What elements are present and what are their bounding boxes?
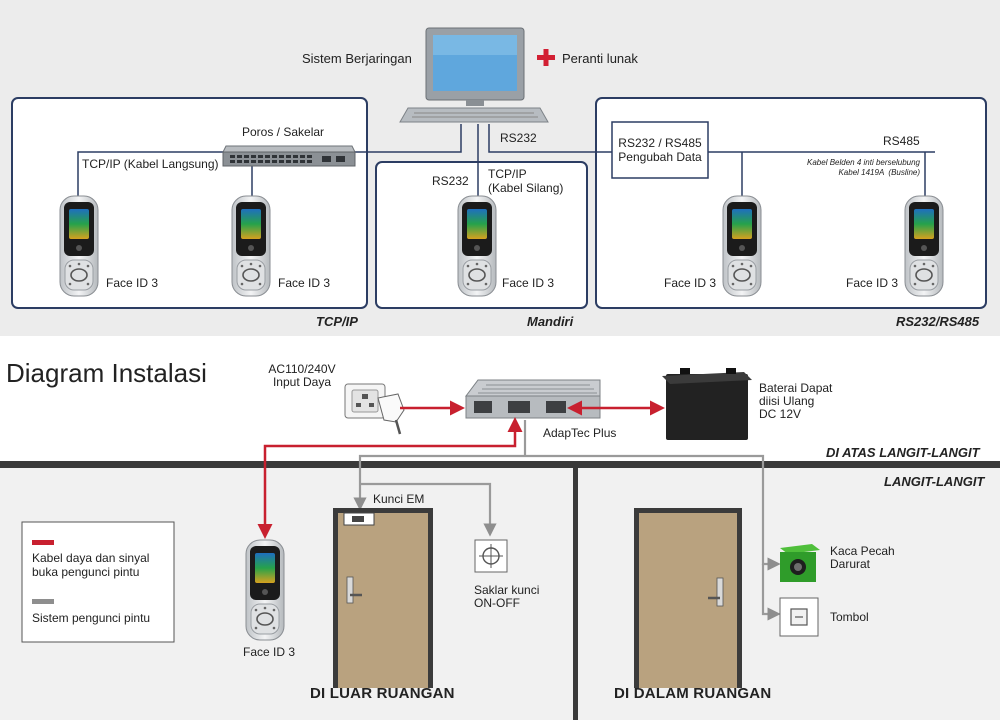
legend-gray-swatch bbox=[32, 599, 54, 604]
ceiling-label: LANGIT-LANGIT bbox=[884, 474, 985, 489]
outside-room-label: DI LUAR RUANGAN bbox=[310, 685, 455, 702]
face-id-device-1 bbox=[59, 195, 99, 297]
converter-box bbox=[611, 121, 709, 179]
outside-door bbox=[333, 508, 433, 688]
legend-red-swatch bbox=[32, 540, 54, 545]
tcpip-direct-label: TCP/IP (Kabel Langsung) bbox=[82, 157, 219, 171]
converter-label: RS232 / RS485 Pengubah Data bbox=[618, 136, 702, 164]
section-rs-label: RS232/RS485 bbox=[896, 314, 980, 329]
legend-red-label: Kabel daya dan sinyal buka pengunci pint… bbox=[32, 551, 150, 579]
key-switch-label: Saklar kunci ON-OFF bbox=[474, 583, 540, 610]
em-lock-label: Kunci EM bbox=[373, 492, 425, 506]
software-label: Peranti lunak bbox=[562, 51, 638, 66]
gray-cables bbox=[353, 420, 781, 621]
inside-room-label: DI DALAM RUANGAN bbox=[614, 685, 772, 702]
tcpip-cross-label: TCP/IP (Kabel Silang) bbox=[488, 167, 564, 195]
power-input-label: AC110/240V Input Daya bbox=[268, 362, 336, 389]
ceiling-line bbox=[0, 461, 1000, 468]
switch-label: Poros / Sakelar bbox=[242, 125, 325, 139]
face-id-label-outside: Face ID 3 bbox=[243, 645, 296, 659]
power-plug-icon bbox=[377, 393, 405, 435]
battery-label: Baterai Dapat diisi Ulang DC 12V bbox=[759, 381, 833, 421]
legend-gray-label: Sistem pengunci pintu bbox=[32, 611, 151, 625]
face-id-label-5: Face ID 3 bbox=[846, 276, 899, 290]
battery-icon bbox=[662, 368, 752, 440]
key-switch-icon bbox=[474, 539, 508, 573]
button-label: Tombol bbox=[830, 610, 869, 624]
above-ceiling-label: DI ATAS LANGIT-LANGIT bbox=[826, 445, 980, 460]
networked-system-label: Sistem Berjaringan bbox=[302, 51, 412, 66]
face-id-label-3: Face ID 3 bbox=[502, 276, 555, 290]
rs485-label: RS485 bbox=[883, 134, 920, 148]
network-switch-icon bbox=[222, 145, 356, 167]
face-id-device-3 bbox=[457, 195, 497, 297]
install-title: Diagram Instalasi bbox=[6, 358, 207, 388]
break-glass-icon bbox=[780, 544, 820, 582]
face-id-label-1: Face ID 3 bbox=[106, 276, 159, 290]
section-mandiri-label: Mandiri bbox=[527, 314, 574, 329]
face-id-device-4 bbox=[722, 195, 762, 297]
face-id-device-2 bbox=[231, 195, 271, 297]
adaptec-label: AdapTec Plus bbox=[543, 426, 617, 440]
computer-icon bbox=[399, 27, 549, 123]
adaptec-plus-icon bbox=[465, 379, 601, 419]
rs232-mid-label: RS232 bbox=[432, 174, 469, 188]
network-lines bbox=[77, 124, 935, 200]
section-tcpip-label: TCP/IP bbox=[316, 314, 358, 329]
break-glass-label: Kaca Pecah Darurat bbox=[830, 544, 895, 571]
belden-note: Kabel Belden 4 inti berselubung Kabel 14… bbox=[807, 158, 920, 177]
inside-door bbox=[634, 508, 742, 688]
face-id-label-2: Face ID 3 bbox=[278, 276, 331, 290]
plus-icon bbox=[537, 49, 555, 66]
red-cables bbox=[257, 400, 665, 539]
power-outlet-icon bbox=[344, 383, 386, 419]
exit-button-icon bbox=[779, 597, 819, 637]
face-id-label-4: Face ID 3 bbox=[664, 276, 717, 290]
face-id-device-5 bbox=[904, 195, 944, 297]
face-id-device-outside bbox=[245, 539, 285, 641]
rs232-top-label: RS232 bbox=[500, 131, 537, 145]
wall-divider bbox=[573, 468, 578, 720]
